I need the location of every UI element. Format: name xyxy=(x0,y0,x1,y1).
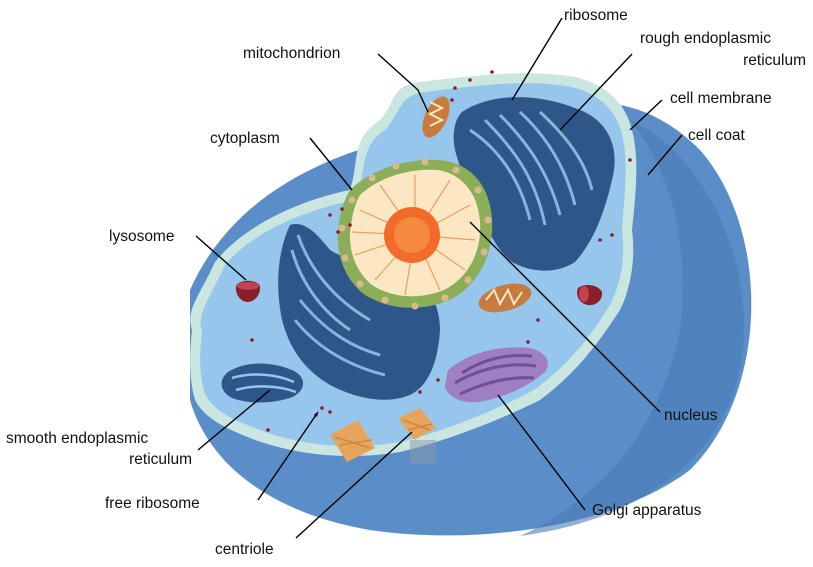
label-rough-er-line2: reticulum xyxy=(743,52,806,69)
label-lysosome: lysosome xyxy=(109,228,174,245)
nucleolus-core xyxy=(394,217,430,253)
label-centriole: centriole xyxy=(215,541,274,558)
label-cytoplasm: cytoplasm xyxy=(210,130,280,147)
label-ribosome: ribosome xyxy=(564,7,628,24)
label-nucleus: nucleus xyxy=(664,407,718,424)
label-smooth-er-line2: reticulum xyxy=(129,451,192,468)
label-smooth-er-line1: smooth endoplasmic xyxy=(6,430,148,447)
label-free-ribosome: free ribosome xyxy=(105,495,200,512)
label-rough-er-line1: rough endoplasmic xyxy=(640,30,771,47)
label-golgi: Golgi apparatus xyxy=(592,502,702,519)
label-mitochondrion: mitochondrion xyxy=(243,45,340,62)
label-cell-coat: cell coat xyxy=(688,127,746,144)
label-cell-membrane: cell membrane xyxy=(670,90,772,107)
